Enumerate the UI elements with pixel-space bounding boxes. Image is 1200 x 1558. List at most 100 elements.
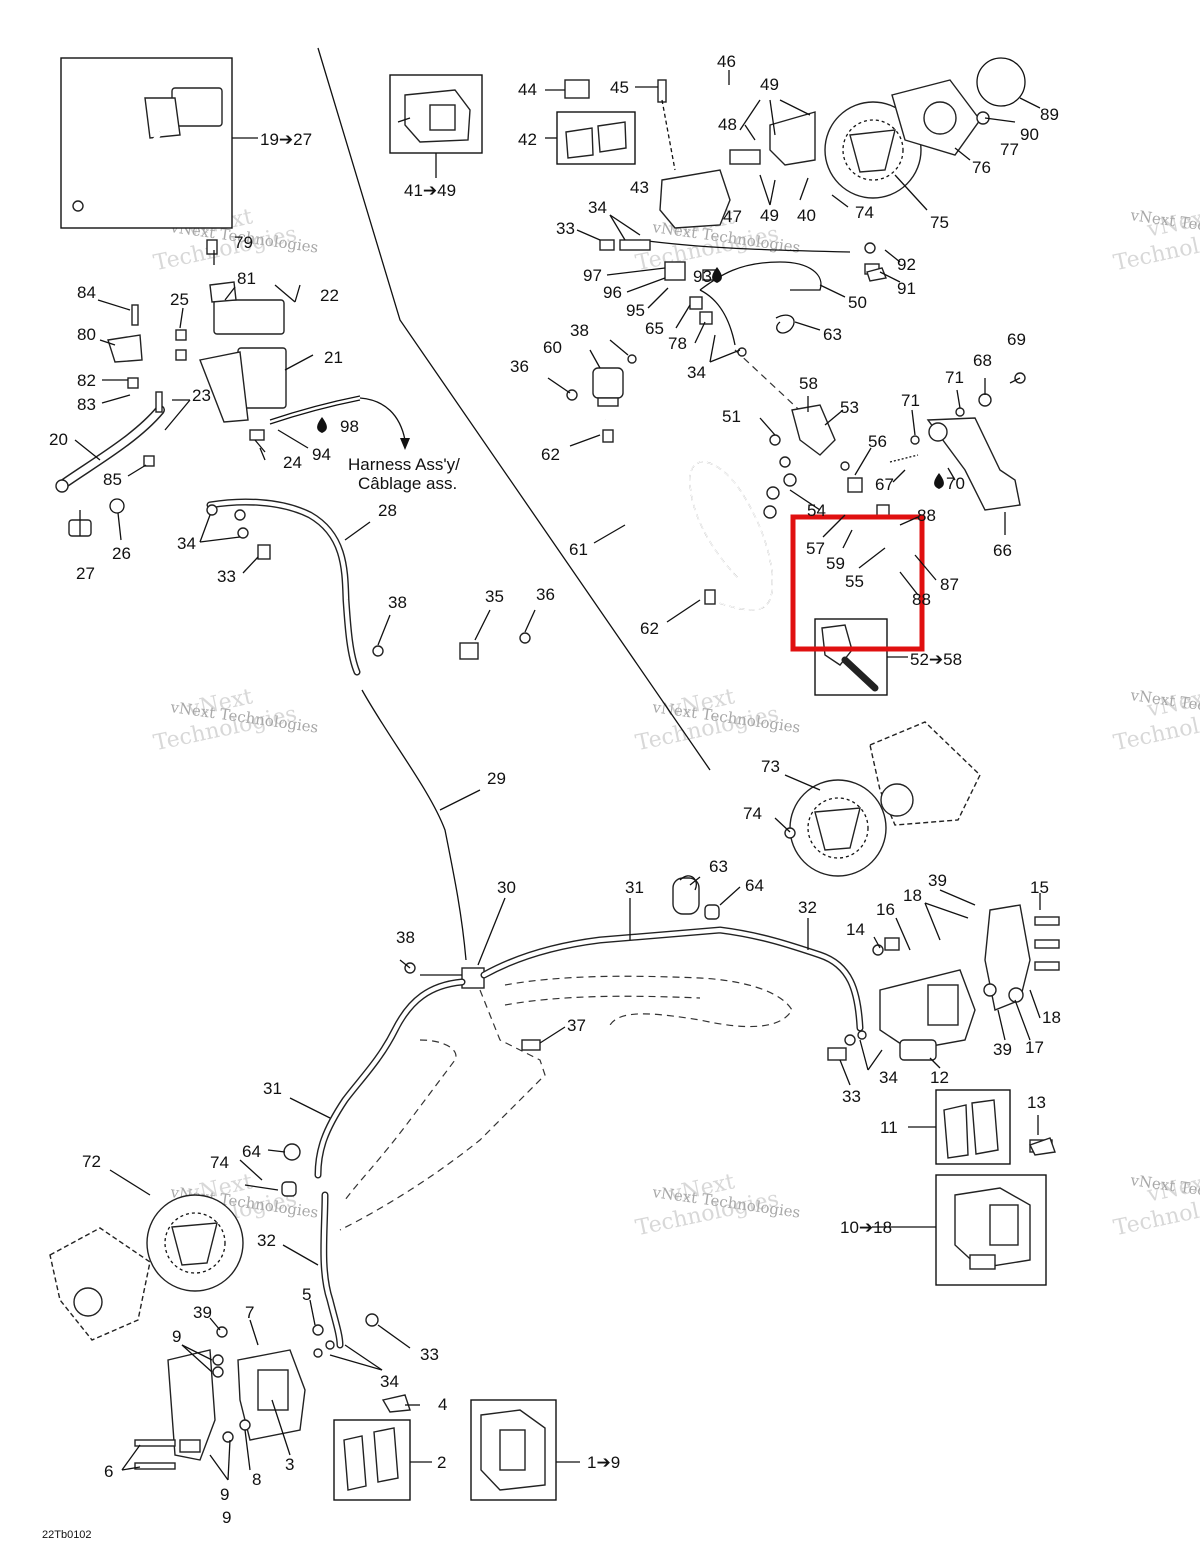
callout: 46 (717, 52, 736, 71)
callout: 92 (897, 255, 916, 274)
callout: 13 (1027, 1093, 1046, 1112)
callout: 50 (848, 293, 867, 312)
callout: 88 (917, 506, 936, 525)
callout: 37 (567, 1016, 586, 1035)
callout: 40 (797, 206, 816, 225)
rear-brake-rotor (824, 101, 922, 199)
front-pads-left-thumb (343, 1427, 399, 1491)
callout: 33 (217, 567, 236, 586)
callout: 32 (798, 898, 817, 917)
callout: 48 (718, 115, 737, 134)
callout: 9 (220, 1485, 229, 1504)
callout: 10➔18 (840, 1218, 892, 1237)
callout: 80 (77, 325, 96, 344)
callout: 81 (237, 269, 256, 288)
front-brake-line-29 (361, 689, 467, 961)
callout: 93 (693, 267, 712, 286)
callout: 49 (760, 206, 779, 225)
callout: 68 (973, 351, 992, 370)
callout: 8 (252, 1470, 261, 1489)
callout: 22 (320, 286, 339, 305)
callout: 96 (603, 283, 622, 302)
callout: 75 (930, 213, 949, 232)
callout: 5 (302, 1285, 311, 1304)
callout: 33 (420, 1345, 439, 1364)
callout: 12 (930, 1068, 949, 1087)
rear-caliper-thumb (397, 89, 471, 143)
callout: 25 (170, 290, 189, 309)
callout: 73 (761, 757, 780, 776)
rear-brake-caliper (564, 79, 816, 229)
fluid-drop-icon (934, 473, 944, 489)
callout: 43 (630, 178, 649, 197)
small-fasteners (134, 239, 1060, 1470)
callout-labels: 1➔9 2 3 4 5 6 7 8 9 9 9 10➔18 11 12 13 1… (49, 52, 1061, 1527)
callout: 90 (1020, 125, 1039, 144)
brake-light-switch-wire (269, 395, 410, 450)
callout: 84 (77, 283, 96, 302)
callout: 77 (1000, 140, 1019, 159)
front-right-brake-rotor (789, 779, 887, 877)
front-left-caliper (167, 1349, 306, 1461)
callout: 82 (77, 371, 96, 390)
callout: 95 (626, 301, 645, 320)
front-right-caliper (879, 904, 1031, 1061)
callout: 24 (283, 453, 302, 472)
callout: 7 (245, 1303, 254, 1322)
brake-lever-left (55, 405, 165, 493)
callout: 76 (972, 158, 991, 177)
callout: 15 (1030, 878, 1049, 897)
callout: 57 (806, 539, 825, 558)
callout: 27 (76, 564, 95, 583)
callout: 26 (112, 544, 131, 563)
callout: 97 (583, 266, 602, 285)
callout: 30 (497, 878, 516, 897)
callout: 66 (993, 541, 1012, 560)
callout: 62 (541, 445, 560, 464)
callout: 11 (880, 1118, 898, 1137)
callout: 47 (723, 207, 742, 226)
rear-hub (891, 79, 981, 156)
callout: 65 (645, 319, 664, 338)
front-right-hub (869, 721, 981, 826)
svg-text:Câblage ass.: Câblage ass. (358, 474, 457, 493)
callout: 21 (324, 348, 343, 367)
callout: 18 (903, 886, 922, 905)
callout: 1➔9 (587, 1453, 620, 1472)
fluid-drop-icon (317, 417, 327, 433)
front-brake-hose-upper (206, 498, 361, 676)
callout: 64 (242, 1142, 261, 1161)
callout: 61 (569, 540, 588, 559)
fluid-drop-icons (317, 267, 944, 489)
callout: 51 (722, 407, 741, 426)
front-caliper-right-thumb (954, 1187, 1031, 1270)
callout: 88 (912, 590, 931, 609)
callout: 55 (845, 572, 864, 591)
callout: 35 (485, 587, 504, 606)
front-caliper-left-thumb (480, 1409, 546, 1491)
callout: 9 (172, 1327, 181, 1346)
callout: 52➔58 (910, 650, 962, 669)
callout: 74 (210, 1153, 229, 1172)
callout: 45 (610, 78, 629, 97)
callout: 2 (437, 1453, 446, 1472)
callout: 79 (234, 233, 253, 252)
callout: 36 (510, 357, 529, 376)
callout: 94 (312, 445, 331, 464)
callout: 49 (760, 75, 779, 94)
callout: 6 (104, 1462, 113, 1481)
callout: 59 (826, 554, 845, 573)
callout: 72 (82, 1152, 101, 1171)
callout: 54 (807, 501, 826, 520)
callout: 31 (263, 1079, 282, 1098)
front-left-brake-rotor (146, 1194, 244, 1292)
fluid-drop-icon (712, 267, 722, 283)
callout: 42 (518, 130, 537, 149)
callout: 63 (709, 857, 728, 876)
callout: 70 (946, 474, 965, 493)
frame-outline-line (317, 47, 711, 771)
callout: 9 (222, 1508, 231, 1527)
front-left-hub (49, 1227, 151, 1341)
callout: 74 (855, 203, 874, 222)
